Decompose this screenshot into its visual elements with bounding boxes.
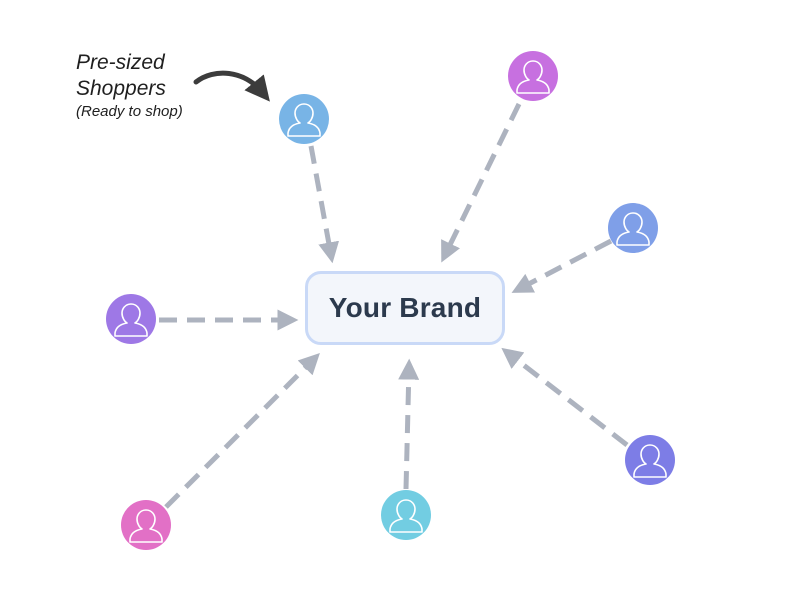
- annotation-subtitle: (Ready to shop): [76, 103, 183, 120]
- brand-label: Your Brand: [328, 292, 482, 323]
- shopper-node-cyan: [381, 490, 431, 540]
- shopper-avatar-cornflower: [608, 203, 658, 253]
- annotation-curved-arrow-icon: [193, 70, 270, 102]
- user-icon: [516, 60, 550, 94]
- shopper-node-blue: [279, 94, 329, 144]
- connector-arrow-pink: [164, 353, 320, 509]
- shopper-node-indigo: [625, 435, 675, 485]
- shopper-avatar-blue: [279, 94, 329, 144]
- shopper-avatar-pink: [121, 500, 171, 550]
- shopper-node-magenta-top: [508, 51, 558, 101]
- annotation: Pre-sized Shoppers (Ready to shop): [76, 50, 183, 122]
- shopper-node-pink: [121, 500, 171, 550]
- shopper-avatar-magenta-top: [508, 51, 558, 101]
- user-icon: [616, 212, 650, 246]
- user-icon: [389, 499, 423, 533]
- shopper-avatar-indigo: [625, 435, 675, 485]
- connector-arrow-cornflower: [511, 238, 613, 293]
- user-icon: [129, 509, 163, 543]
- user-icon: [633, 444, 667, 478]
- shopper-nodes: [106, 51, 675, 550]
- shopper-node-purple: [106, 294, 156, 344]
- annotation-title-line2: Shoppers: [76, 77, 166, 100]
- shopper-node-cornflower: [608, 203, 658, 253]
- connector-arrows: [159, 102, 629, 509]
- connector-arrow-blue: [308, 145, 340, 264]
- user-icon: [287, 103, 321, 137]
- annotation-title-line1: Pre-sized: [76, 51, 165, 74]
- user-icon: [114, 303, 148, 337]
- connector-arrow-cyan: [398, 358, 420, 490]
- brand-box: Your Brand: [305, 271, 505, 345]
- connector-arrow-indigo: [501, 347, 629, 447]
- shopper-avatar-cyan: [381, 490, 431, 540]
- connector-arrow-magenta-top: [441, 102, 522, 263]
- shopper-avatar-purple: [106, 294, 156, 344]
